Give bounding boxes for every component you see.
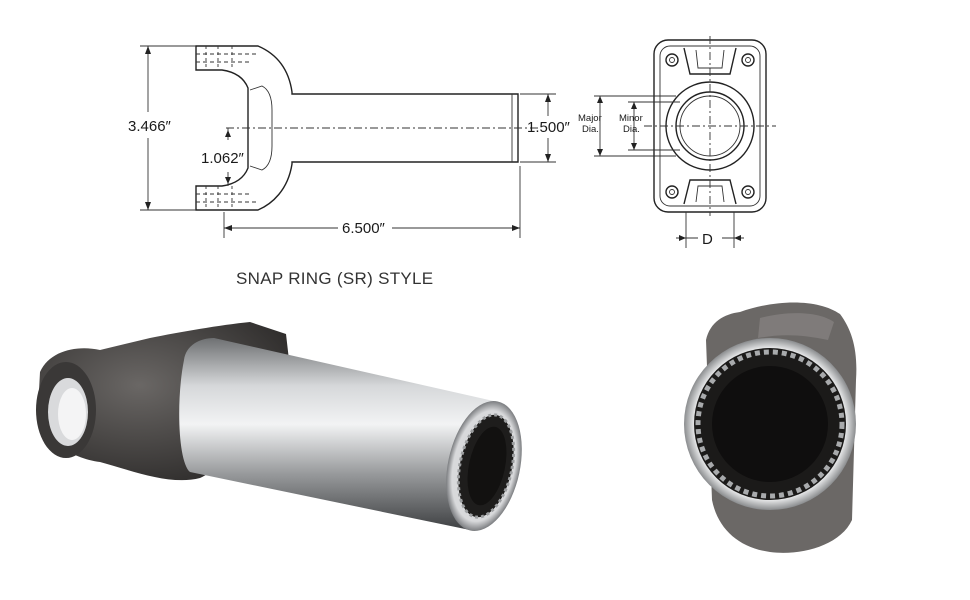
major-dia-label-2: Dia. xyxy=(582,124,599,135)
product-photo-end xyxy=(684,302,857,553)
dim-overall-height: 3.466″ xyxy=(128,118,172,135)
tube-body xyxy=(179,338,498,530)
diagram-caption: SNAP RING (SR) STYLE xyxy=(236,269,433,288)
minor-dia-label: Minor xyxy=(619,113,643,124)
minor-dia-label-2: Dia. xyxy=(623,124,640,135)
dim-tube-diameter: 1.500″ xyxy=(527,119,571,136)
product-photo-side xyxy=(36,322,522,531)
end-view-drawing: Major Dia. Minor Dia. D xyxy=(578,36,776,248)
dim-d: D xyxy=(702,231,713,248)
side-view-drawing: 3.466″ 1.062″ 1.500″ 6.500″ SNAP RING (S… xyxy=(128,45,571,288)
major-dia-label: Major xyxy=(578,113,602,124)
yoke-outline xyxy=(195,45,519,211)
dim-length: 6.500″ xyxy=(342,220,386,237)
dim-inner: 1.062″ xyxy=(201,150,245,167)
